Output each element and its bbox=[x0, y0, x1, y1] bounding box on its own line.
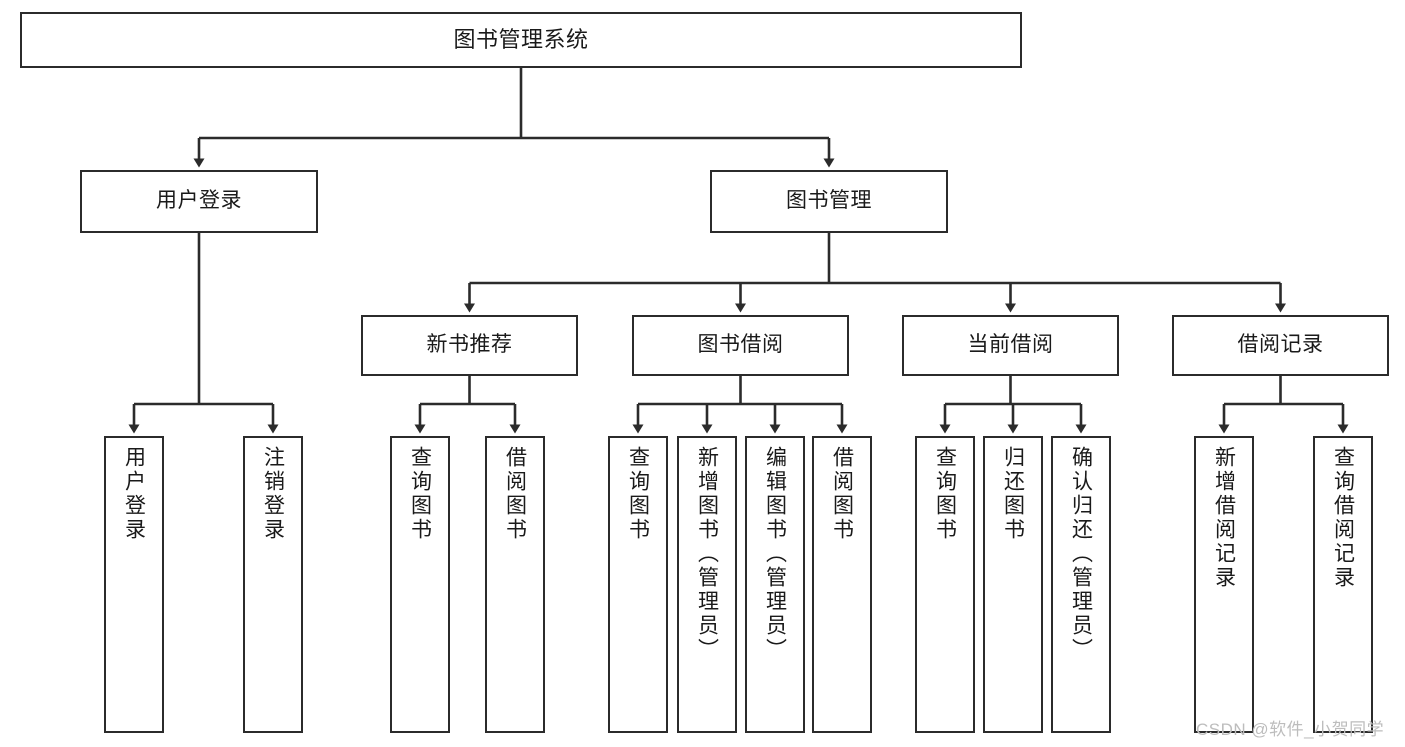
node-leaf-edit-book[interactable]: 编辑图书（管理员） bbox=[745, 436, 805, 733]
node-label: 图书管理系统 bbox=[453, 27, 589, 53]
node-book-mgmt[interactable]: 图书管理 bbox=[710, 170, 948, 233]
node-borrow-record[interactable]: 借阅记录 bbox=[1172, 315, 1389, 376]
node-label: 查询图书 bbox=[933, 446, 957, 542]
csdn-watermark: CSDN @软件_小贺同学 bbox=[1196, 720, 1385, 739]
node-leaf-query-record[interactable]: 查询借阅记录 bbox=[1313, 436, 1373, 733]
node-label: 查询图书 bbox=[408, 446, 432, 542]
node-leaf-borrow-book-2[interactable]: 借阅图书 bbox=[812, 436, 872, 733]
node-label: 图书管理 bbox=[786, 189, 872, 213]
node-user-login[interactable]: 用户登录 bbox=[80, 170, 318, 233]
node-leaf-user-logout[interactable]: 注销登录 bbox=[243, 436, 303, 733]
node-label: 新增借阅记录 bbox=[1212, 446, 1236, 590]
node-label: 用户登录 bbox=[156, 189, 242, 213]
node-label: 确认归还（管理员） bbox=[1069, 446, 1093, 662]
node-leaf-user-login[interactable]: 用户登录 bbox=[104, 436, 164, 733]
node-leaf-confirm-return[interactable]: 确认归还（管理员） bbox=[1051, 436, 1111, 733]
node-book-borrow[interactable]: 图书借阅 bbox=[632, 315, 849, 376]
node-leaf-query-book-3[interactable]: 查询图书 bbox=[915, 436, 975, 733]
node-new-book-rec[interactable]: 新书推荐 bbox=[361, 315, 578, 376]
node-label: 查询图书 bbox=[626, 446, 650, 542]
node-leaf-add-record[interactable]: 新增借阅记录 bbox=[1194, 436, 1254, 733]
node-label: 图书借阅 bbox=[697, 333, 784, 357]
node-label: 归还图书 bbox=[1001, 446, 1025, 542]
node-root[interactable]: 图书管理系统 bbox=[20, 12, 1022, 68]
node-leaf-query-book-1[interactable]: 查询图书 bbox=[390, 436, 450, 733]
node-label: 借阅记录 bbox=[1237, 333, 1324, 357]
node-current-borrow[interactable]: 当前借阅 bbox=[902, 315, 1119, 376]
node-label: 注销登录 bbox=[261, 446, 285, 542]
node-label: 编辑图书（管理员） bbox=[763, 446, 787, 662]
node-label: 当前借阅 bbox=[967, 333, 1054, 357]
node-label: 新增图书（管理员） bbox=[695, 446, 719, 662]
node-label: 用户登录 bbox=[122, 446, 146, 542]
node-label: 新书推荐 bbox=[426, 333, 513, 357]
node-leaf-query-book-2[interactable]: 查询图书 bbox=[608, 436, 668, 733]
node-leaf-add-book[interactable]: 新增图书（管理员） bbox=[677, 436, 737, 733]
node-leaf-borrow-book-1[interactable]: 借阅图书 bbox=[485, 436, 545, 733]
node-label: 借阅图书 bbox=[830, 446, 854, 542]
node-label: 查询借阅记录 bbox=[1331, 446, 1355, 590]
node-label: 借阅图书 bbox=[503, 446, 527, 542]
node-leaf-return-book[interactable]: 归还图书 bbox=[983, 436, 1043, 733]
